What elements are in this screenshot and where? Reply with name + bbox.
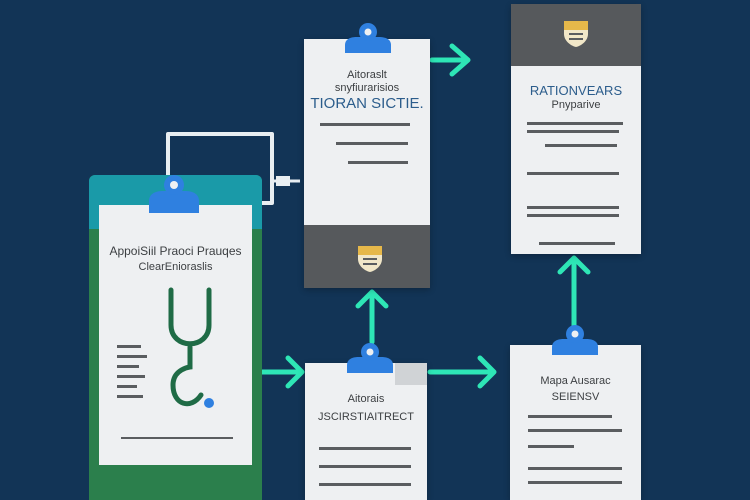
stethoscope-icon [168, 287, 214, 408]
arrow-transfer-to-records [429, 43, 471, 77]
shield-icon [564, 21, 588, 47]
card-line [528, 467, 622, 470]
card-assurance-line2: SEIENSV [551, 391, 600, 403]
card-line [319, 465, 411, 468]
card-line [319, 447, 411, 450]
tablet-title: AppoiSiil Praoci Prauqes [109, 245, 242, 258]
card-line [528, 415, 612, 418]
card-transfer: Aitoraslt snyfiurarisios TIORAN SICTIE. [304, 39, 430, 288]
card-line [527, 206, 619, 209]
tablet-line [117, 365, 139, 368]
card-line [528, 481, 622, 484]
card-transfer-title: TIORAN SICTIE. [310, 95, 424, 112]
arrow-access-to-transfer [355, 289, 389, 345]
tablet-line [117, 395, 143, 398]
card-line [348, 161, 408, 164]
card-line [528, 429, 622, 432]
card-access-line2: JSCIRSTIAITRECT [318, 411, 414, 423]
cable-plug [276, 176, 290, 186]
tablet-screen: AppoiSiil Praoci Prauqes ClearEnioraslis [99, 205, 252, 465]
card-line [527, 130, 619, 133]
card-line [539, 242, 615, 245]
arrow-access-to-assurance [427, 355, 497, 389]
card-transfer-line2: snyfiurarisios [334, 82, 400, 94]
card-access-clip-icon [347, 343, 393, 373]
card-records-title: RATIONVEARS [529, 83, 623, 98]
card-transfer-line1: Aitoraslt [347, 69, 387, 81]
card-line [319, 483, 411, 486]
card-line [545, 144, 617, 147]
tablet-line [117, 355, 147, 358]
card-transfer-clip-icon [345, 23, 391, 53]
shield-icon [358, 246, 382, 272]
cable-connector [166, 132, 274, 205]
card-line [528, 445, 574, 448]
card-access: Aitorais JSCIRSTIAITRECT [305, 363, 427, 500]
tablet-footer-line [121, 437, 233, 439]
card-line [527, 122, 623, 125]
card-access-header-shade [395, 363, 427, 385]
tablet-device: AppoiSiil Praoci Prauqes ClearEnioraslis [89, 175, 262, 500]
card-line [527, 172, 619, 175]
card-line [336, 142, 408, 145]
tablet-subtitle: ClearEnioraslis [138, 261, 213, 273]
arrow-assurance-to-records [557, 255, 591, 329]
card-records: RATIONVEARS Pnyparive [511, 4, 641, 254]
card-records-subtitle: Pnyparive [551, 99, 601, 111]
arrow-tablet-to-access [259, 355, 305, 389]
card-assurance: Mapa Ausarac SEIENSV [510, 345, 641, 500]
card-assurance-clip-icon [552, 325, 598, 355]
tablet-clip-icon [149, 175, 199, 213]
card-line [320, 123, 410, 126]
tablet-line [117, 385, 137, 388]
tablet-line [117, 375, 145, 378]
card-assurance-line1: Mapa Ausarac [540, 375, 611, 387]
card-line [527, 214, 619, 217]
card-access-line1: Aitorais [347, 393, 385, 405]
tablet-line [117, 345, 141, 348]
